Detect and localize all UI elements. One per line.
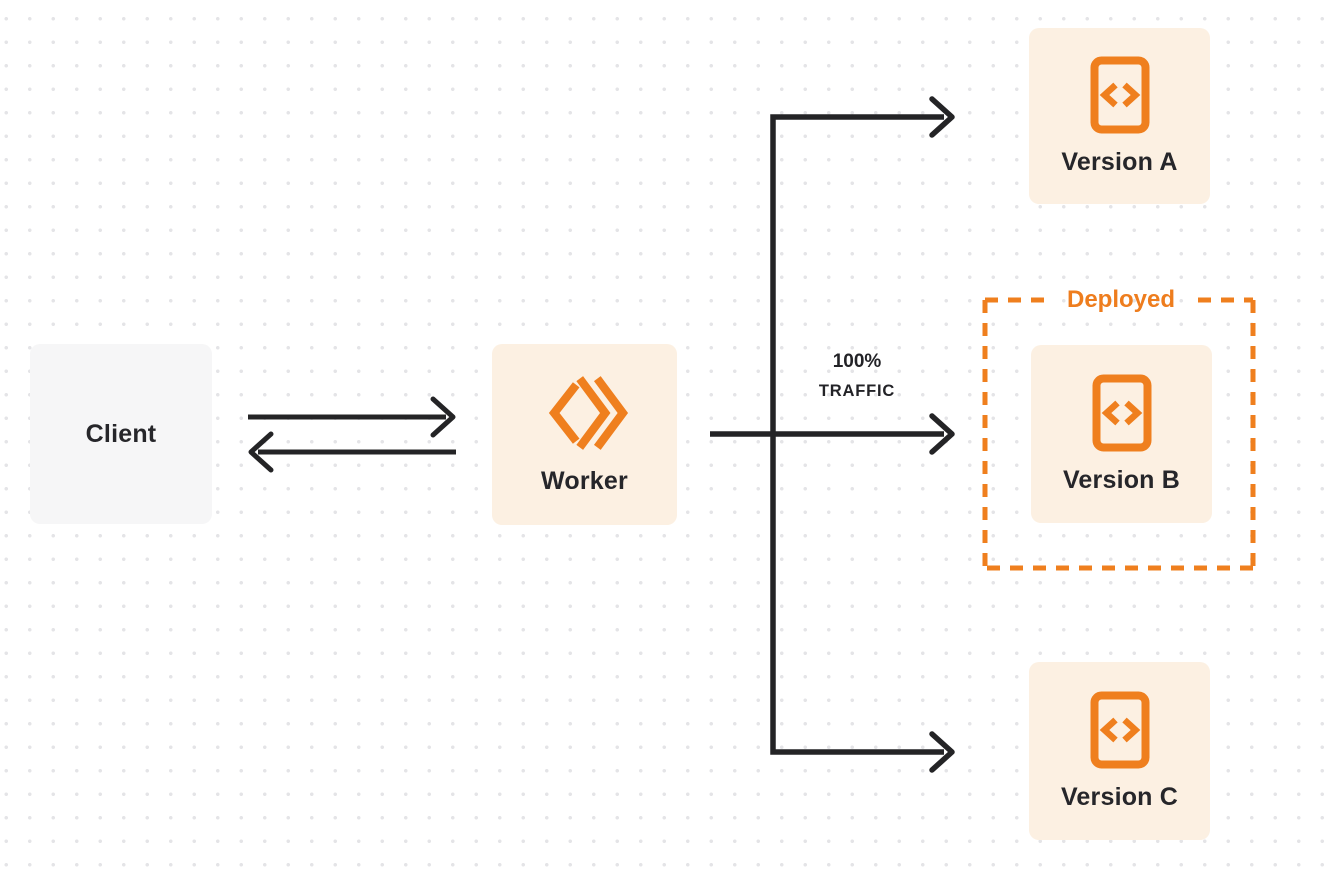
traffic-word: TRAFFIC xyxy=(818,382,896,400)
client-to-worker-arrow xyxy=(248,396,456,438)
code-file-icon xyxy=(1090,56,1150,134)
branch-arrowheads xyxy=(929,96,955,773)
worker-label: Worker xyxy=(541,467,628,495)
branch-lines xyxy=(710,114,944,755)
worker-node: Worker xyxy=(492,344,677,525)
traffic-label: 100% TRAFFIC xyxy=(792,351,922,401)
version-c-label: Version C xyxy=(1060,782,1179,811)
traffic-percent: 100% xyxy=(832,351,882,372)
client-label: Client xyxy=(85,419,157,448)
deployed-label: Deployed xyxy=(1066,286,1176,313)
version-a-node: Version A xyxy=(1029,28,1210,204)
worker-to-client-arrow xyxy=(248,431,456,473)
code-file-icon xyxy=(1092,374,1152,452)
version-b-label: Version B xyxy=(1062,465,1181,494)
client-node: Client xyxy=(30,344,212,524)
version-b-node: Version B xyxy=(1031,345,1212,523)
version-a-label: Version A xyxy=(1061,147,1178,176)
workers-logo-icon xyxy=(541,373,629,453)
version-c-node: Version C xyxy=(1029,662,1210,840)
code-file-icon xyxy=(1090,691,1150,769)
deployed-dashed-border xyxy=(982,297,1256,571)
